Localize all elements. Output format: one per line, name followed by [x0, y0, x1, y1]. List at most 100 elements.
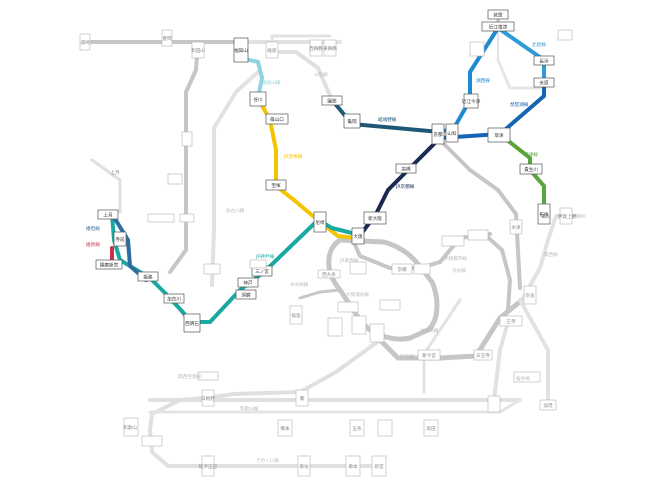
svg-text:寺前: 寺前 — [115, 236, 125, 243]
grey-station-names: 城崎 豊岡 和田山 綾部 西舞鶴 東舞鶴 上月 亀山 伊賀上野 木津 奈良 王寺… — [80, 35, 576, 470]
line-labels: 北陸線 湖西線 琵琶湖線 草津線 嵯峨野線 JR京都線 JR宝塚線 JR神戸線 … — [86, 41, 558, 464]
sanin-line-mid — [270, 50, 334, 102]
jr-takarazuka-line — [256, 96, 358, 240]
label-kansai: 関西線 — [544, 251, 558, 258]
svg-text:西九条: 西九条 — [322, 271, 336, 278]
station-sonobe[interactable]: 園部 — [321, 95, 343, 106]
label-kosei: 湖西線 — [476, 77, 490, 84]
svg-text:貴生川: 貴生川 — [524, 166, 538, 173]
svg-text:綾部: 綾部 — [267, 47, 277, 54]
station-kakogawa[interactable]: 加古川 — [163, 293, 185, 304]
svg-text:上月: 上月 — [110, 169, 119, 176]
station-kozuki[interactable]: 上月 — [97, 209, 119, 220]
sakurai-line — [492, 320, 522, 402]
ohmi-railway — [496, 58, 542, 90]
svg-text:長浜: 長浜 — [539, 58, 549, 65]
station-kameoka[interactable]: 亀岡 — [343, 113, 361, 129]
grey-lines — [88, 12, 586, 468]
label-kakogawa: 加古川線 — [226, 207, 245, 214]
svg-text:亀岡: 亀岡 — [347, 118, 357, 125]
svg-text:大阪: 大阪 — [353, 233, 363, 240]
svg-text:豊岡: 豊岡 — [162, 35, 172, 42]
svg-text:紀伊田辺: 紀伊田辺 — [199, 463, 218, 470]
label-hanwa: 阪和線 — [400, 353, 414, 360]
station-takatsuki[interactable]: 高槻 — [395, 163, 417, 174]
station-fukuchiyama[interactable]: 福知山 — [233, 37, 249, 63]
svg-text:須磨: 須磨 — [241, 292, 251, 299]
svg-text:日根野: 日根野 — [201, 395, 215, 402]
station-omi-shiotsu[interactable]: 近江塩津 — [481, 21, 515, 32]
station-tsuruga[interactable]: 敦賀 — [487, 9, 509, 20]
station-himeji[interactable]: 姫路 — [137, 271, 159, 282]
label-jr-takarazuka: JR宝塚線 — [283, 153, 303, 160]
grey-station-boxes — [79, 29, 573, 477]
svg-text:和田山: 和田山 — [191, 47, 205, 54]
station-teramae[interactable]: 寺前 — [113, 231, 127, 247]
label-kansai-airport: 関西空港線 — [178, 373, 201, 380]
label-sakurai: 桜井線 — [516, 375, 530, 382]
svg-text:近江今津: 近江今津 — [462, 98, 481, 105]
station-suma[interactable]: 須磨 — [235, 289, 257, 300]
station-omi-imazu[interactable]: 近江今津 — [462, 93, 481, 109]
label-kisei: きのくに線 — [256, 457, 279, 464]
svg-text:三ノ宮: 三ノ宮 — [255, 268, 269, 275]
svg-text:御坊: 御坊 — [299, 463, 309, 470]
svg-text:伊賀上野: 伊賀上野 — [558, 213, 577, 220]
svg-text:播磨新宮: 播磨新宮 — [100, 262, 119, 269]
svg-text:串本: 串本 — [348, 463, 358, 470]
label-jr-tozai: JR東西線 — [339, 257, 359, 264]
bantan-grey — [168, 40, 200, 274]
label-sagano: 嵯峨野線 — [378, 116, 397, 123]
svg-text:鳳: 鳳 — [300, 396, 305, 402]
svg-text:敦賀: 敦賀 — [493, 12, 503, 19]
label-jr-kobe: JR神戸線 — [255, 253, 275, 260]
osaka-loop-line — [326, 237, 440, 342]
station-kusatsu[interactable]: 草津 — [487, 127, 511, 143]
svg-text:福知山: 福知山 — [234, 47, 248, 54]
svg-text:天王寺: 天王寺 — [476, 353, 490, 359]
station-yamashina[interactable]: 山科 — [445, 123, 459, 143]
label-kusatsu: 草津線 — [524, 151, 538, 158]
svg-text:園部: 園部 — [327, 98, 337, 105]
kansai-line-kamo — [518, 298, 550, 406]
svg-text:姫路: 姫路 — [143, 274, 153, 281]
station-tsuge[interactable]: 柘植 — [537, 203, 551, 225]
svg-text:加茂: 加茂 — [543, 402, 553, 409]
svg-text:草津: 草津 — [494, 132, 504, 139]
station-kyoto[interactable]: 京都 — [431, 123, 445, 145]
station-tanikawa[interactable]: 谷川 — [249, 91, 267, 107]
station-takarazuka[interactable]: 宝塚 — [265, 179, 287, 191]
label-gakkentoshi: 学研都市線 — [444, 255, 467, 262]
station-nishi-akashi[interactable]: 西明石 — [183, 313, 201, 333]
label-wakayama: 和歌山線 — [240, 405, 259, 412]
svg-text:桜島: 桜島 — [291, 312, 301, 319]
station-harima-shingu[interactable]: 播磨新宮 — [95, 259, 123, 270]
osaka-higashi-line — [482, 232, 512, 312]
svg-text:上月: 上月 — [103, 212, 112, 219]
svg-text:尼崎: 尼崎 — [315, 219, 325, 226]
station-maibara[interactable]: 米原 — [533, 77, 555, 88]
svg-text:柘植: 柘植 — [539, 211, 549, 218]
station-shin-osaka[interactable]: 新大阪 — [363, 211, 387, 225]
yamatoji-line — [377, 297, 525, 361]
svg-text:京橋: 京橋 — [397, 266, 407, 273]
stations: 敦賀 近江塩津 長浜 米原 近江今津 草津 貴生川 柘植 山科 京都 亀岡 園部… — [79, 9, 573, 477]
station-kibukawa[interactable]: 貴生川 — [519, 163, 543, 175]
label-kishin: 姫新線 — [86, 241, 100, 248]
svg-text:新宮: 新宮 — [374, 463, 384, 470]
svg-text:近江塩津: 近江塩津 — [489, 24, 508, 31]
svg-text:山科: 山科 — [447, 130, 457, 137]
svg-text:宝塚: 宝塚 — [271, 182, 281, 189]
svg-text:篠山口: 篠山口 — [270, 116, 284, 123]
svg-text:新今宮: 新今宮 — [422, 352, 436, 359]
station-nagahama[interactable]: 長浜 — [533, 55, 555, 66]
station-sasayamaguchi[interactable]: 篠山口 — [265, 113, 289, 125]
svg-text:木津: 木津 — [511, 224, 521, 231]
station-kobe[interactable]: 神戸 — [237, 277, 259, 288]
station-amagasaki[interactable]: 尼崎 — [313, 211, 327, 233]
svg-text:城崎: 城崎 — [80, 39, 90, 46]
station-osaka[interactable]: 大阪 — [351, 227, 365, 245]
svg-text:高田: 高田 — [426, 425, 436, 432]
